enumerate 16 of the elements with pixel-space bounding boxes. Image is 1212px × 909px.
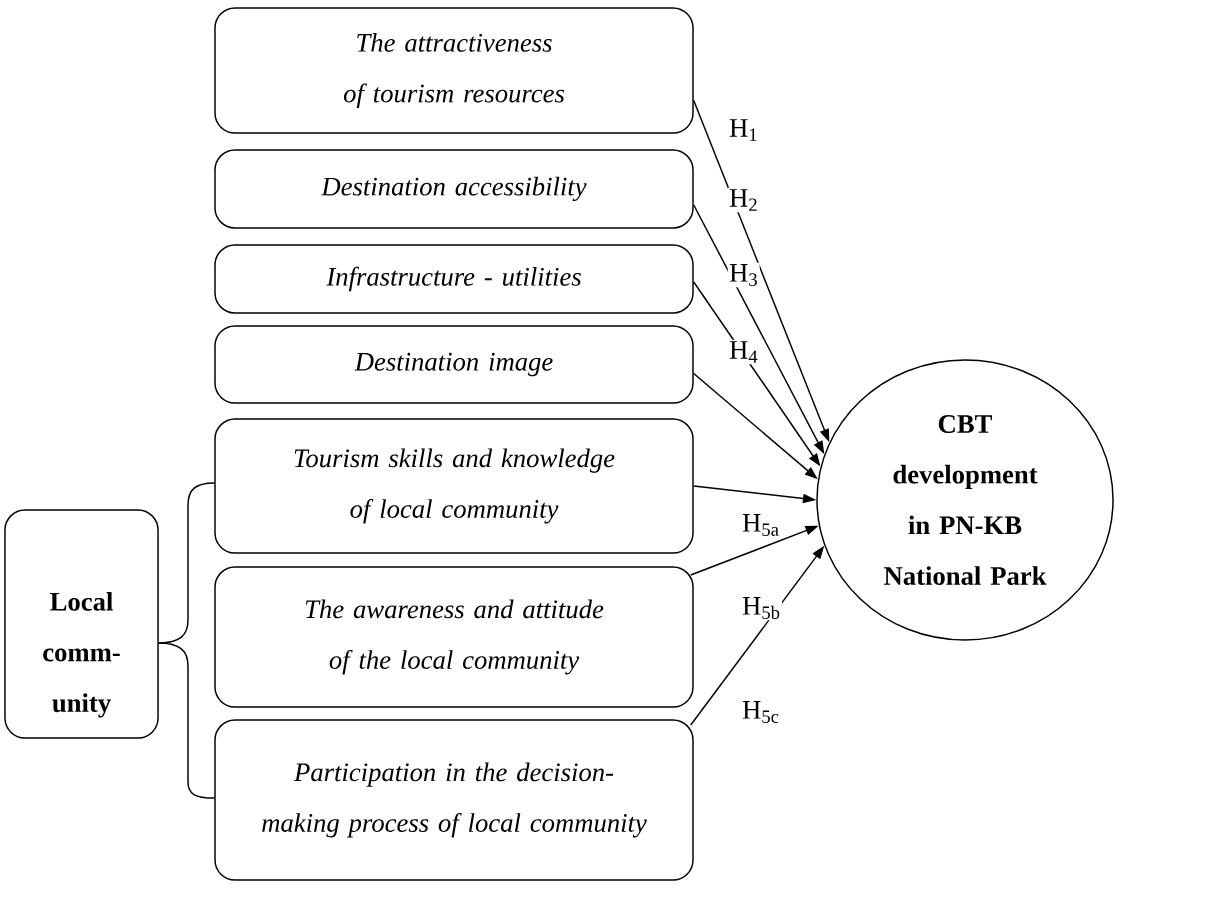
factor-box: Participation in the decision-making process of local community (214, 719, 694, 881)
edge-label: H$_{5a}$ (742, 514, 779, 536)
factor-box: Destination image (214, 325, 694, 404)
edge-label: H$_{2}$ (729, 189, 757, 211)
brace (158, 642, 215, 799)
factor-box: Tourism skills and knowledge of local community (214, 418, 694, 554)
factor-box: Destination accessibility (214, 149, 694, 229)
edge-label: H$_{4}$ (729, 341, 758, 363)
group-box: Local comm-unity (4, 509, 159, 739)
factor-box: The attractiveness of tourism resources (214, 7, 694, 134)
edge-label: H$_{1}$ (729, 119, 757, 141)
factor-box: Infrastructure - utilities (214, 244, 694, 314)
edge-label: H$_{5b}$ (742, 597, 780, 619)
factor-box: The awareness and attitude of the local community (214, 566, 694, 708)
edge-label: H$_{5c}$ (742, 701, 779, 723)
edge-label: H$_{3}$ (729, 264, 757, 286)
